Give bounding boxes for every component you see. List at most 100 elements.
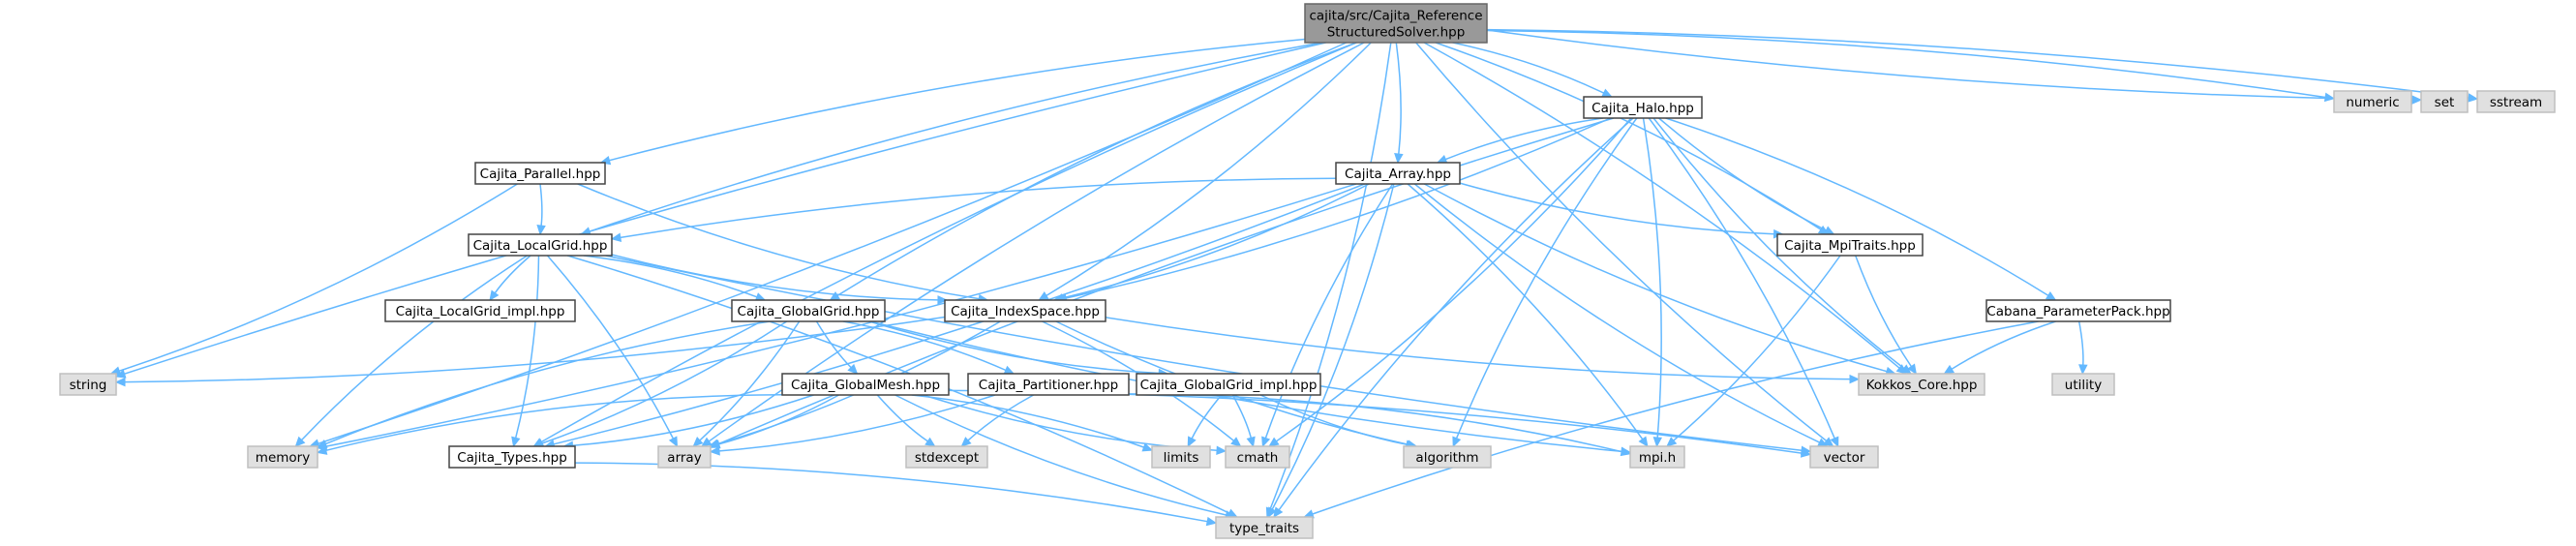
node-globalgrid_impl[interactable]: Cajita_GlobalGrid_impl.hpp <box>1136 373 1321 396</box>
edge-root-to-sstream <box>1486 28 2479 103</box>
node-halo[interactable]: Cajita_Halo.hpp <box>1583 96 1703 119</box>
edge-arrowhead-icon <box>316 439 328 448</box>
edge-line <box>541 320 788 444</box>
edge-arrowhead-icon <box>700 437 712 447</box>
edge-globalgrid-to-globalmesh <box>815 320 859 375</box>
edge-arrowhead-icon <box>692 436 704 447</box>
node-mpitraits[interactable]: Cajita_MpiTraits.hpp <box>1776 233 1924 257</box>
edge-arrowhead-icon <box>1601 88 1613 98</box>
edge-line <box>815 320 852 369</box>
node-box <box>1136 373 1321 396</box>
edge-arrowhead-icon <box>1849 374 1861 384</box>
edge-line <box>494 255 531 294</box>
edge-line <box>718 394 996 452</box>
node-label: Cajita_GlobalMesh.hpp <box>791 378 940 393</box>
node-stdexcept: stdexcept <box>905 445 988 469</box>
node-box <box>2420 90 2469 113</box>
edge-array_hpp-to-mpi <box>1407 183 1649 447</box>
node-localgrid[interactable]: Cajita_LocalGrid.hpp <box>468 233 613 257</box>
edge-line <box>325 183 1357 447</box>
edge-line <box>589 42 1321 232</box>
edge-arrowhead-icon <box>1652 437 1663 448</box>
edge-arrowhead-icon <box>1141 442 1154 452</box>
node-box <box>1335 162 1461 185</box>
node-box <box>1985 299 2171 322</box>
edge-line <box>1415 42 1828 441</box>
edge-line <box>836 42 1357 296</box>
node-box <box>1403 445 1492 469</box>
edge-arrowhead-icon <box>1452 436 1462 448</box>
edge-line <box>1455 117 1638 439</box>
node-cmath: cmath <box>1225 445 1290 469</box>
edge-line <box>1046 42 1372 297</box>
node-array: array <box>657 445 712 469</box>
node-label: mpi.h <box>1639 450 1676 466</box>
node-label: vector <box>1824 450 1865 466</box>
edge-line <box>1062 183 1370 299</box>
edge-halo-to-vector <box>1648 117 1839 448</box>
edge-line <box>318 42 1348 444</box>
edge-root-to-set <box>1486 29 2423 105</box>
edge-line <box>1673 255 1841 441</box>
node-globalgrid[interactable]: Cajita_GlobalGrid.hpp <box>731 299 886 322</box>
edge-arrowhead-icon <box>1273 506 1284 519</box>
node-localgrid_impl[interactable]: Cajita_LocalGrid_impl.hpp <box>384 299 576 322</box>
edge-globalgrid-to-types <box>532 320 788 448</box>
node-array_hpp[interactable]: Cajita_Array.hpp <box>1335 162 1461 185</box>
node-label: Cajita_Parallel.hpp <box>480 167 601 182</box>
node-label: algorithm <box>1415 450 1478 466</box>
node-indexspace[interactable]: Cajita_IndexSpace.hpp <box>944 299 1106 322</box>
edge-localgrid-to-indexspace <box>611 254 949 305</box>
edge-array_hpp-to-cmath <box>1261 183 1394 448</box>
edge-line <box>1854 255 1912 367</box>
edge-root-to-kokkos <box>1423 42 1907 375</box>
edge-arrowhead-icon <box>1246 436 1256 448</box>
node-types[interactable]: Cajita_Types.hpp <box>448 445 576 469</box>
node-box <box>781 373 950 396</box>
node-box <box>1858 373 1985 396</box>
edges-layer <box>109 28 2479 527</box>
edge-line <box>301 255 529 441</box>
node-parampack[interactable]: Cabana_ParameterPack.hpp <box>1985 299 2171 322</box>
edge-localgrid-to-memory <box>294 255 529 447</box>
edge-line <box>1486 28 2470 99</box>
edge-line <box>118 183 518 372</box>
edge-arrowhead-icon <box>1205 516 1218 527</box>
edge-arrowhead-icon <box>316 445 328 455</box>
edge-line <box>574 462 1208 523</box>
node-root[interactable]: cajita/src/Cajita_ReferenceStructuredSol… <box>1304 3 1488 44</box>
edge-root-to-parallel <box>599 38 1306 166</box>
edge-line <box>967 394 1034 441</box>
node-box <box>1304 3 1488 44</box>
node-partitioner[interactable]: Cajita_Partitioner.hpp <box>967 373 1130 396</box>
node-sstream: sstream <box>2476 90 2556 113</box>
edge-arrowhead-icon <box>2468 93 2479 103</box>
edge-line <box>1413 183 1820 443</box>
edge-arrowhead-icon <box>1261 436 1271 448</box>
edge-arrowhead-icon <box>1003 365 1015 375</box>
node-box <box>944 299 1106 322</box>
edge-line <box>911 394 1144 448</box>
edge-line <box>124 316 946 383</box>
edge-globalgrid_impl-to-cmath <box>1231 394 1256 448</box>
node-limits: limits <box>1151 445 1211 469</box>
edge-arrowhead-icon <box>668 436 679 448</box>
edge-line <box>1105 317 1851 380</box>
edge-line <box>620 177 1337 239</box>
edge-root-to-memory <box>309 42 1348 448</box>
edge-arrowhead-icon <box>924 437 936 447</box>
edge-line <box>1486 29 2326 99</box>
edge-arrowhead-icon <box>2045 290 2057 301</box>
edge-line <box>876 394 928 442</box>
node-label: StructuredSolver.hpp <box>1327 25 1466 41</box>
edge-parallel-to-localgrid <box>536 183 546 236</box>
edge-globalmesh-to-memory <box>316 393 783 455</box>
node-globalmesh[interactable]: Cajita_GlobalMesh.hpp <box>781 373 950 396</box>
edge-arrowhead-icon <box>1620 446 1632 457</box>
edge-parampack-to-utility <box>2077 320 2088 376</box>
node-mpi: mpi.h <box>1629 445 1685 469</box>
node-parallel[interactable]: Cajita_Parallel.hpp <box>474 162 606 185</box>
edge-line <box>1665 117 2049 296</box>
edge-root-to-array_hpp <box>1394 42 1404 165</box>
edge-line <box>1269 42 1392 509</box>
